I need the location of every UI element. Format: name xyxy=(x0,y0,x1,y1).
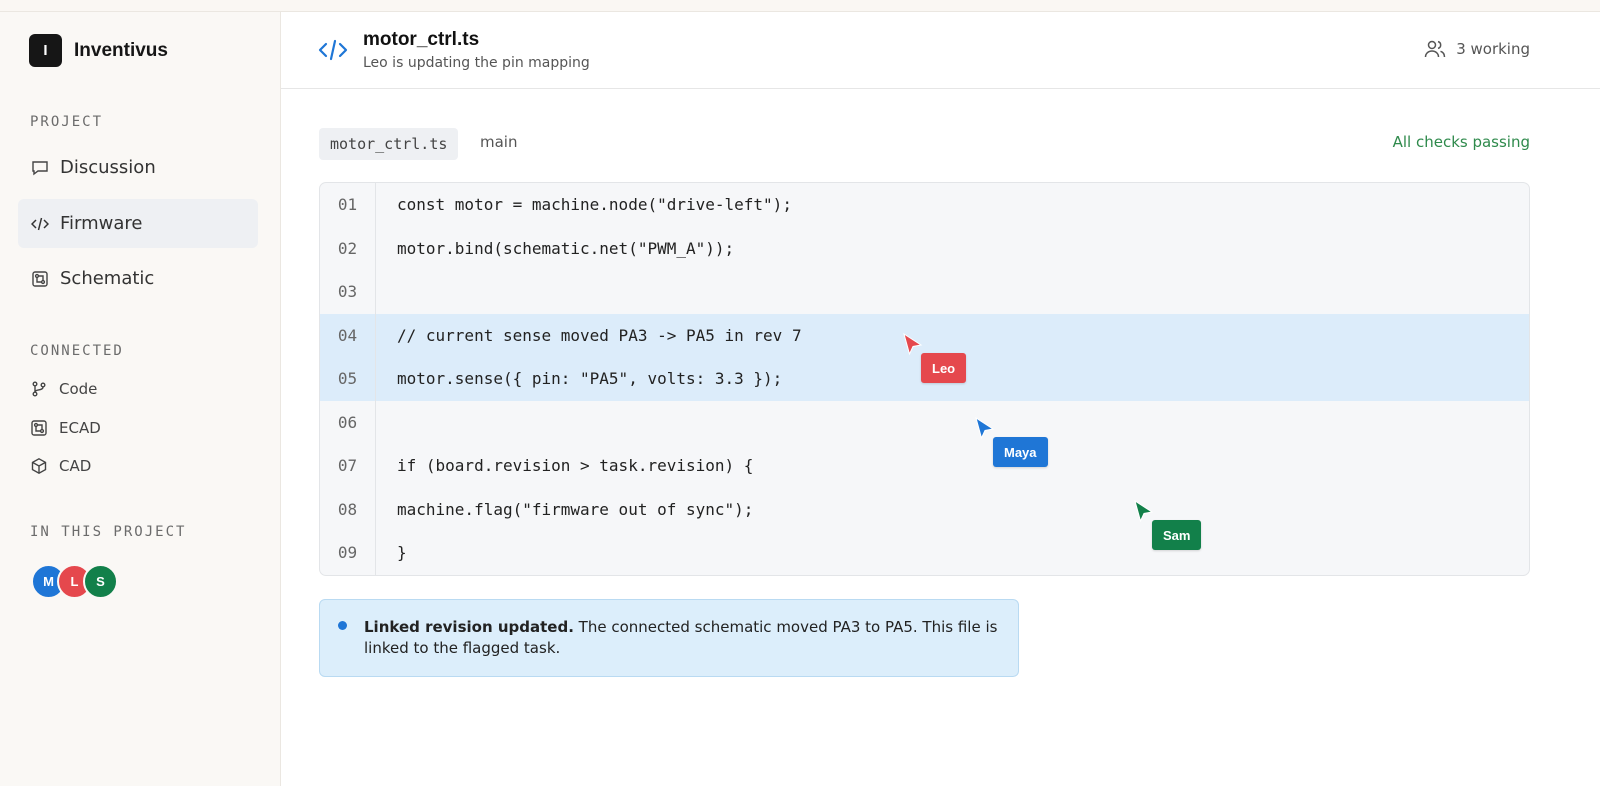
brand-name: Inventivus xyxy=(74,39,168,61)
brand-logo: I xyxy=(29,34,62,67)
revision-notice: Linked revision updated. The connected s… xyxy=(319,599,1019,677)
cursor-label: Maya xyxy=(993,437,1048,467)
line-number: 05 xyxy=(337,369,358,389)
code-text[interactable]: machine.flag("firmware out of sync"); xyxy=(397,499,754,519)
code-line[interactable]: 08 machine.flag("firmware out of sync"); xyxy=(320,488,1529,532)
code-line[interactable]: 02 motor.bind(schematic.net("PWM_A")); xyxy=(320,227,1529,271)
sidebar-item-label: Firmware xyxy=(60,213,143,234)
line-number: 09 xyxy=(337,543,358,563)
code-icon xyxy=(318,39,348,61)
connected-item-code[interactable]: Code xyxy=(30,380,97,398)
chip-icon xyxy=(30,419,48,437)
branch-name[interactable]: main xyxy=(480,133,518,151)
code-line[interactable]: 01 const motor = machine.node("drive-left… xyxy=(320,183,1529,227)
line-number: 04 xyxy=(337,325,358,345)
connected-item-ecad[interactable]: ECAD xyxy=(30,419,101,437)
section-label-project: PROJECT xyxy=(30,114,104,130)
info-dot-icon xyxy=(338,621,347,630)
code-line[interactable]: 09} xyxy=(320,531,1529,575)
code-text[interactable]: if (board.revision > task.revision) { xyxy=(397,456,754,476)
member-avatars: M L S xyxy=(31,564,118,599)
line-number: 02 xyxy=(337,238,358,258)
sidebar-item-label: Schematic xyxy=(60,268,155,289)
sidebar-item-schematic[interactable]: Schematic xyxy=(18,254,258,303)
notice-body: The connected schematic moved PA3 to PA5… xyxy=(364,618,998,657)
connected-item-label: ECAD xyxy=(59,419,101,437)
working-indicator[interactable]: 3 working xyxy=(1424,38,1530,60)
page-title: motor_ctrl.ts xyxy=(363,29,480,50)
brand[interactable]: I Inventivus xyxy=(29,34,168,67)
connected-item-cad[interactable]: CAD xyxy=(30,457,91,475)
pointer-icon xyxy=(975,417,995,439)
notice-text: Linked revision updated. The connected s… xyxy=(364,617,1009,659)
cube-icon xyxy=(30,457,48,475)
sidebar-item-discussion[interactable]: Discussion xyxy=(18,143,258,192)
file-chip[interactable]: motor_ctrl.ts xyxy=(319,128,459,160)
line-number: 03 xyxy=(337,282,358,302)
working-count: 3 working xyxy=(1456,40,1530,58)
code-line[interactable]: 06 xyxy=(320,401,1529,445)
cursor-label: Leo xyxy=(921,353,967,383)
line-number: 08 xyxy=(337,499,358,519)
schematic-icon xyxy=(30,269,50,289)
connected-item-label: CAD xyxy=(59,457,92,475)
chat-icon xyxy=(30,158,50,178)
pointer-icon xyxy=(903,333,923,355)
code-text[interactable]: motor.bind(schematic.net("PWM_A")); xyxy=(397,238,735,258)
file-header: motor_ctrl.ts Leo is updating the pin ma… xyxy=(281,12,1600,89)
cursor-label: Sam xyxy=(1152,520,1202,550)
line-number: 07 xyxy=(337,456,358,476)
connected-item-label: Code xyxy=(59,380,98,398)
code-text[interactable]: } xyxy=(397,543,407,563)
code-line[interactable]: 07 if (board.revision > task.revision) { xyxy=(320,444,1529,488)
avatar[interactable]: S xyxy=(83,564,118,599)
sidebar-item-label: Discussion xyxy=(60,157,156,178)
users-icon xyxy=(1424,40,1446,58)
line-number: 01 xyxy=(337,195,358,215)
notice-title: Linked revision updated. xyxy=(364,618,574,636)
avatar[interactable]: L xyxy=(57,564,92,599)
line-number: 06 xyxy=(337,412,358,432)
section-label-members: IN THIS PROJECT xyxy=(30,524,187,540)
gutter-divider xyxy=(375,183,376,575)
branch-icon xyxy=(30,380,48,398)
checks-status[interactable]: All checks passing xyxy=(1392,133,1530,151)
code-icon xyxy=(30,214,50,234)
page-subtitle: Leo is updating the pin mapping xyxy=(363,55,590,71)
sidebar: I Inventivus PROJECT Discussion Firmware… xyxy=(0,12,281,786)
code-text[interactable]: motor.sense({ pin: "PA5", volts: 3.3 }); xyxy=(397,369,783,389)
code-line[interactable]: 03 xyxy=(320,270,1529,314)
code-text[interactable]: // current sense moved PA3 -> PA5 in rev… xyxy=(397,325,802,345)
top-strip xyxy=(0,0,1600,12)
code-line-highlighted[interactable]: 04 // current sense moved PA3 -> PA5 in r… xyxy=(320,313,1529,357)
pointer-icon xyxy=(1134,500,1154,522)
section-label-connected: CONNECTED xyxy=(30,343,124,359)
sidebar-item-firmware[interactable]: Firmware xyxy=(18,199,258,248)
code-text[interactable]: const motor = machine.node("drive-left")… xyxy=(397,195,792,215)
